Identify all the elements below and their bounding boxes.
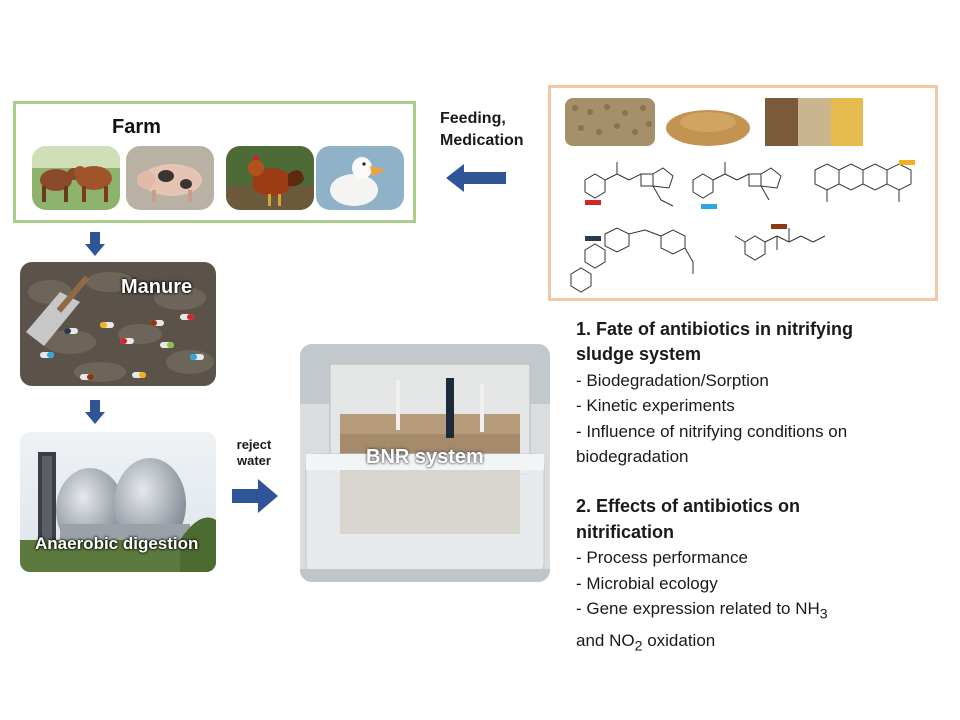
no2-subscript: 2 xyxy=(634,638,643,655)
farm-panel: Farm xyxy=(13,101,416,223)
oxidation-text: oxidation xyxy=(642,630,716,650)
cattle-photo xyxy=(32,146,120,210)
antibiotic-structures-diagram xyxy=(570,160,915,293)
nh3-subscript: 3 xyxy=(819,606,828,623)
anaerobic-digestion-label: Anaerobic digestion xyxy=(35,534,199,553)
feed-powder-photo xyxy=(663,98,753,146)
feeding-medication-label: Feeding, Medication xyxy=(440,108,524,152)
section-1-item: - Kinetic experiments xyxy=(576,396,735,416)
anaerobic-digestion-photo xyxy=(20,432,216,572)
feed-medication-panel xyxy=(548,85,938,301)
reject-text: reject xyxy=(236,437,272,452)
gene-expression-line-2: and NO2 oxidation xyxy=(576,628,946,660)
grains-photo xyxy=(765,98,863,146)
no2-prefix-text: and NO xyxy=(576,630,635,650)
manure-photo xyxy=(20,262,216,386)
manure-label: Manure xyxy=(121,276,193,298)
research-notes: 1. Fate of antibiotics in nitrifying slu… xyxy=(576,317,946,660)
duck-photo xyxy=(316,146,404,210)
section-1-item: - Biodegradation/Sorption xyxy=(576,370,769,390)
chicken-photo xyxy=(226,146,314,210)
farm-title: Farm xyxy=(112,116,161,138)
section-1-item: biodegradation xyxy=(576,447,689,467)
bnr-system-label: BNR system xyxy=(366,446,484,468)
gene-prefix-text: - Gene expression related to NH xyxy=(576,599,820,619)
medication-text: Medication xyxy=(440,132,524,149)
gene-expression-line-1: - Gene expression related to NH3 xyxy=(576,596,946,628)
section-2-heading-line-1: 2. Effects of antibiotics on xyxy=(576,496,801,517)
section-2-item: - Process performance xyxy=(576,548,748,568)
section-2-heading-line-2: nitrification xyxy=(576,521,674,542)
section-1-item: - Influence of nitrifying conditions on xyxy=(576,421,848,441)
arrow-left-icon xyxy=(446,164,506,192)
feed-pellets-photo xyxy=(565,98,655,146)
arrow-down-icon xyxy=(85,232,105,256)
arrow-right-icon xyxy=(232,479,278,513)
pig-photo xyxy=(126,146,214,210)
water-text: water xyxy=(237,453,271,468)
reject-water-label: reject water xyxy=(226,437,282,469)
feeding-text: Feeding, xyxy=(440,110,506,127)
bnr-system-photo xyxy=(300,344,550,582)
section-1-heading-line-2: sludge system xyxy=(576,344,702,365)
arrow-down-icon xyxy=(85,400,105,424)
section-2-item: - Microbial ecology xyxy=(576,573,718,593)
section-1-heading-line-1: 1. Fate of antibiotics in nitrifying xyxy=(576,319,854,339)
